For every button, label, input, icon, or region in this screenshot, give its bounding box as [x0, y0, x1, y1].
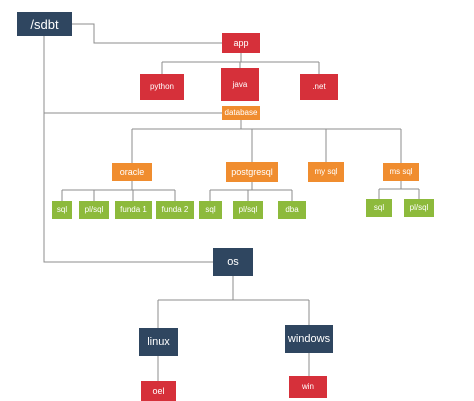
node-windows: windows: [285, 325, 333, 353]
node-postgresql: postgresql: [226, 162, 278, 182]
node-funda-1: funda 1: [115, 201, 152, 219]
edge-postgresql-children: [209, 182, 293, 201]
node-sdbt: /sdbt: [17, 12, 72, 36]
node-mysql: my sql: [308, 162, 344, 182]
node-os: os: [213, 248, 253, 276]
node-java: java: [221, 68, 259, 101]
edge-sdbt-os: [43, 113, 213, 263]
node-python: python: [140, 74, 184, 100]
node-oel: oel: [141, 381, 176, 401]
node-mssql-plsql: pl/sql: [404, 199, 434, 217]
edge-sdbt-app: [72, 23, 222, 44]
edge-mssql-children: [378, 181, 420, 199]
node-funda-2: funda 2: [156, 201, 194, 219]
edge-os-children: [157, 276, 310, 328]
node-mssql: ms sql: [383, 163, 419, 181]
node-oracle-plsql: pl/sql: [79, 201, 109, 219]
node-oracle-sql: sql: [52, 201, 72, 219]
edge-sdbt-database: [43, 36, 222, 114]
node-net: .net: [300, 74, 338, 100]
node-postgresql-sql: sql: [199, 201, 222, 219]
node-mssql-sql: sql: [366, 199, 392, 217]
node-oracle: oracle: [112, 163, 152, 181]
edge-app-children: [161, 53, 320, 74]
node-win: win: [289, 376, 327, 398]
node-linux: linux: [139, 328, 178, 356]
node-database: database: [222, 106, 260, 120]
node-app: app: [222, 33, 260, 53]
node-postgresql-dba: dba: [278, 201, 306, 219]
node-postgresql-plsql: pl/sql: [233, 201, 263, 219]
edge-database-children: [131, 120, 402, 163]
edge-oracle-children: [61, 181, 176, 201]
